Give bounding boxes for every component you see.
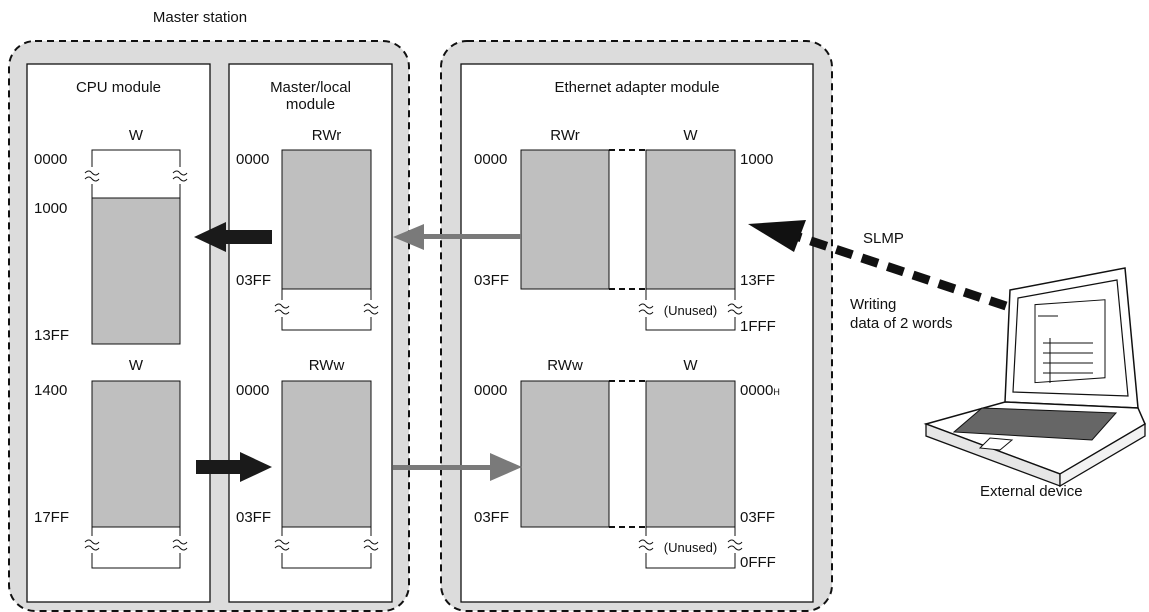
ethernet-rww-start: 0000 [474, 382, 507, 399]
writing-label-line1: Writing [850, 296, 896, 313]
master-station-title: Master station [100, 9, 300, 26]
ethernet-rww-area [521, 381, 609, 527]
ethernet-w-lower-unused: (Unused) [646, 539, 735, 556]
cpu-upper-start: 0000 [34, 151, 67, 168]
cpu-module-title: CPU module [27, 79, 210, 96]
ethernet-w-lower-start: 0000 [740, 382, 773, 399]
cpu-lower-start: 1400 [34, 382, 67, 399]
master-rwr-start: 0000 [236, 151, 269, 168]
master-rww-end: 03FF [236, 509, 271, 526]
ethernet-rww-label: RWw [521, 357, 609, 374]
cpu-upper-data-end: 13FF [34, 327, 69, 344]
cpu-lower-area-label: W [92, 357, 180, 374]
ethernet-w-upper-start: 1000 [740, 151, 773, 168]
writing-label-line2: data of 2 words [850, 315, 953, 332]
ethernet-rwr-area [521, 150, 609, 289]
ethernet-w-lower-label: W [646, 357, 735, 374]
ethernet-w-lower-end: 03FF [740, 509, 775, 526]
master-rww-label: RWw [282, 357, 371, 374]
ethernet-w-upper-label: W [646, 127, 735, 144]
master-rww-start: 0000 [236, 382, 269, 399]
external-device-label: External device [980, 483, 1083, 500]
ethernet-w-lower-subscript: H [773, 387, 780, 397]
ethernet-w-lower-unused-end: 0FFF [740, 554, 776, 571]
master-rwr-label: RWr [282, 127, 371, 144]
slmp-label: SLMP [863, 230, 904, 247]
master-local-rwr-area [275, 150, 378, 330]
cpu-lower-end: 17FF [34, 509, 69, 526]
ethernet-rww-end: 03FF [474, 509, 509, 526]
master-rwr-end: 03FF [236, 272, 271, 289]
cpu-upper-area-label: W [92, 127, 180, 144]
cpu-lower-w-area [85, 381, 187, 568]
ethernet-w-lower-start-wrap: 0000H [740, 382, 780, 401]
ethernet-rwr-label: RWr [521, 127, 609, 144]
external-device-laptop-icon [926, 268, 1145, 486]
master-local-rww-area [275, 381, 378, 568]
master-local-module-title: Master/local module [229, 79, 392, 113]
ethernet-w-upper-end: 13FF [740, 272, 775, 289]
ethernet-rwr-start: 0000 [474, 151, 507, 168]
cpu-upper-w-area [85, 150, 187, 344]
ethernet-rwr-end: 03FF [474, 272, 509, 289]
ethernet-adapter-title: Ethernet adapter module [461, 79, 813, 96]
cpu-upper-data-start: 1000 [34, 200, 67, 217]
ethernet-w-upper-unused: (Unused) [646, 302, 735, 319]
ethernet-w-upper-unused-end: 1FFF [740, 318, 776, 335]
